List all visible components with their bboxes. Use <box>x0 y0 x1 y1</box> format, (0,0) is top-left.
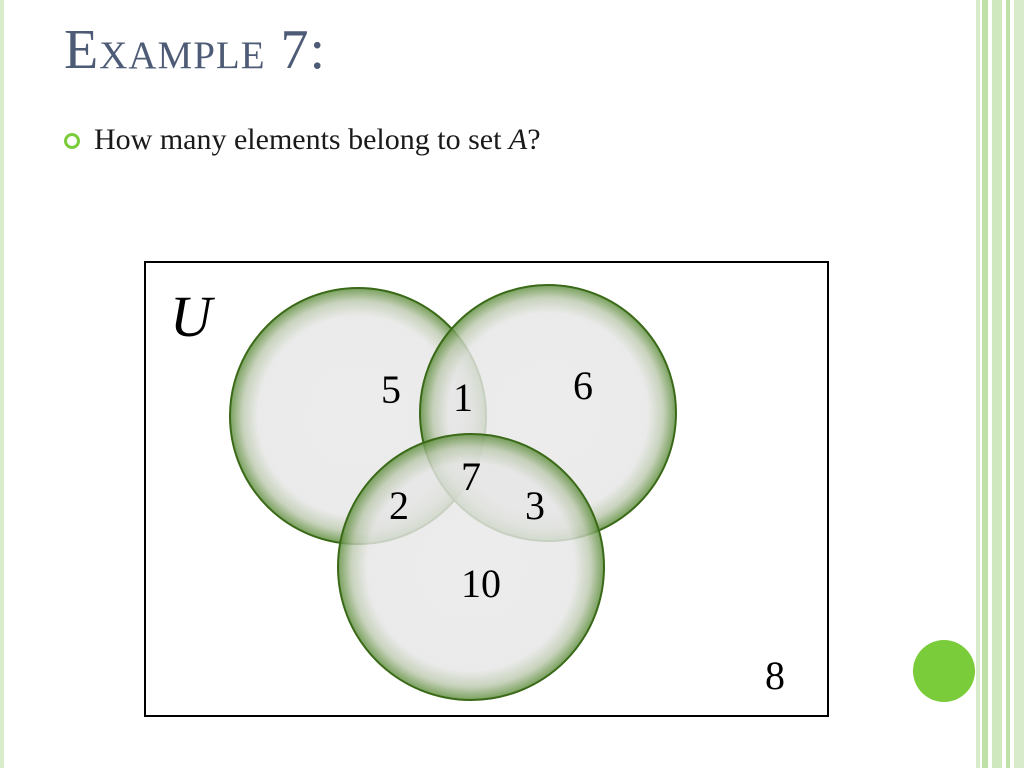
set-c-circle <box>337 433 605 701</box>
decorative-green-dot <box>913 640 975 702</box>
region-a-b: 1 <box>453 375 473 420</box>
slide-title: Example 7: <box>64 19 327 81</box>
region-c-only: 10 <box>461 561 501 606</box>
region-a-b-c: 7 <box>461 454 481 499</box>
region-a-c: 2 <box>389 483 409 528</box>
bullet-circle-icon <box>64 133 80 149</box>
region-a-only: 5 <box>381 367 401 412</box>
bullet-text-suffix: ? <box>527 123 541 156</box>
bullet-item: How many elements belong to set A? <box>64 120 541 160</box>
region-b-only: 6 <box>573 363 593 408</box>
bullet-text: How many elements belong to set A? <box>94 123 541 157</box>
region-outside: 8 <box>765 653 785 698</box>
universe-label: U <box>170 284 216 349</box>
set-variable: A <box>508 123 528 156</box>
region-b-c: 3 <box>525 483 545 528</box>
slide-left-border <box>0 0 4 768</box>
bullet-text-prefix: How many elements belong to set <box>94 123 509 156</box>
slide-right-decoration <box>976 0 1024 768</box>
venn-diagram: U 5 6 1 7 2 3 10 8 <box>144 261 829 717</box>
